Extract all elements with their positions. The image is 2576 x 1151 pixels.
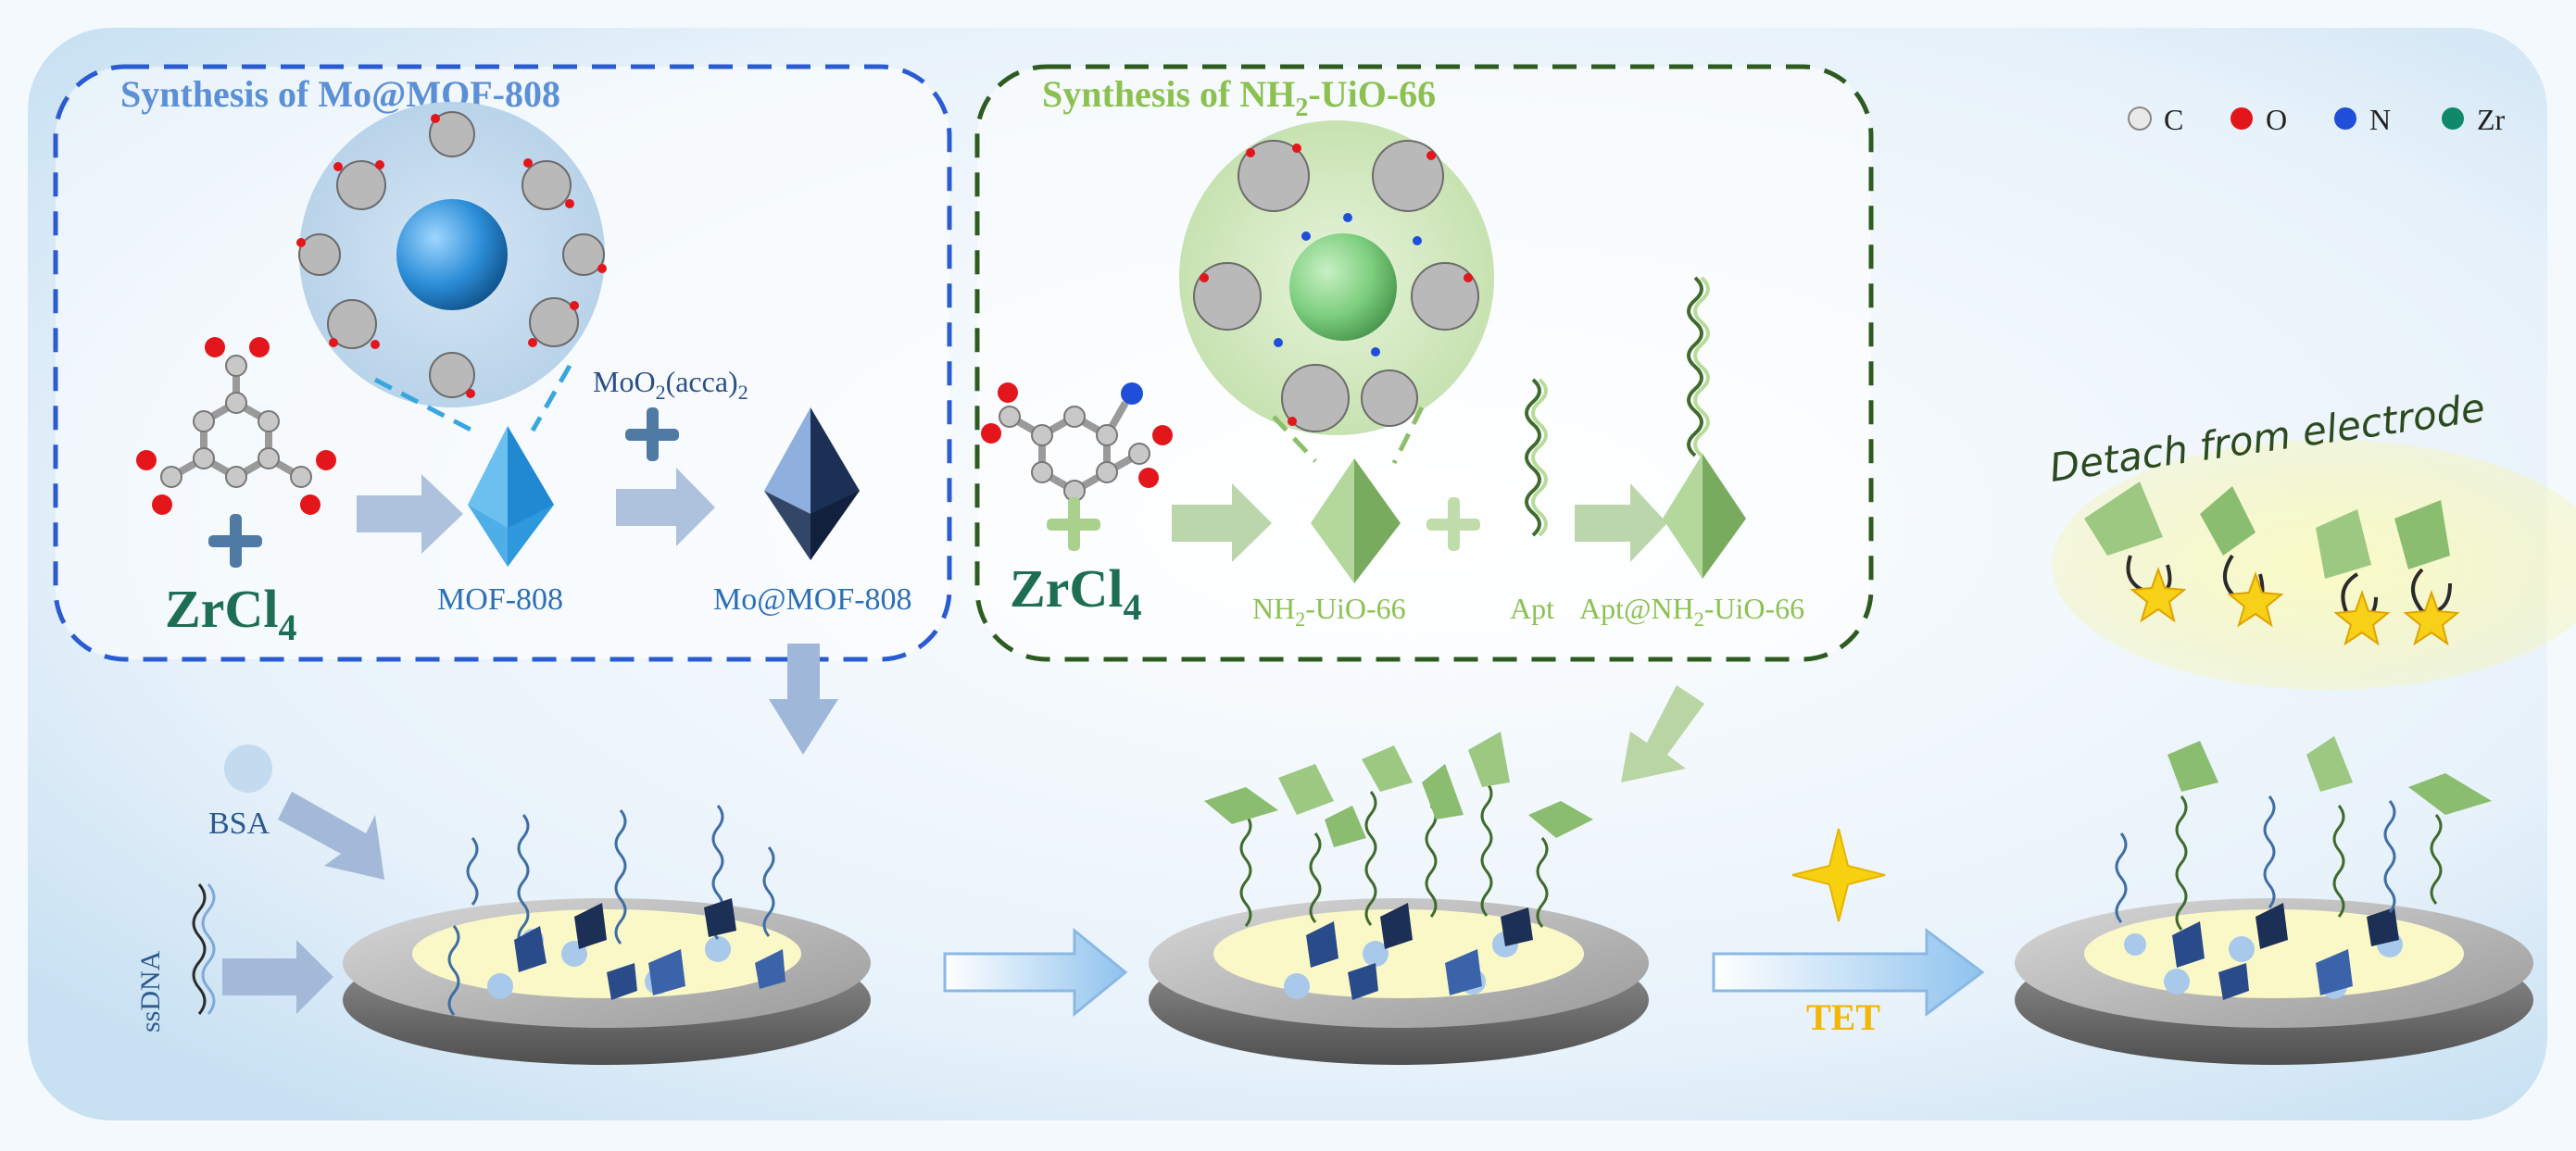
ssdna-label: ssDNA bbox=[135, 950, 166, 1032]
zrcl4-label: ZrCl4 bbox=[165, 579, 296, 648]
legend-carbon-dot bbox=[2129, 107, 2151, 130]
bsa-label: BSA bbox=[208, 807, 270, 841]
tet-label: TET bbox=[1806, 996, 1880, 1038]
electrode-surface bbox=[412, 909, 801, 998]
nh2-uio66-label: NH2-UiO-66 bbox=[1252, 592, 1406, 631]
legend-oxygen-label: O bbox=[2266, 103, 2287, 136]
panel-uio66: Synthesis of NH2-UiO-66 bbox=[977, 67, 1871, 659]
zrcl4-label: ZrCl4 bbox=[1010, 558, 1141, 628]
legend-oxygen-dot bbox=[2230, 107, 2253, 130]
mof808-label: MOF-808 bbox=[437, 582, 563, 617]
moo2-acca2-label: MoO2(acca)2 bbox=[593, 365, 748, 404]
legend-nitrogen-dot bbox=[2334, 107, 2356, 130]
bsa-sphere bbox=[224, 744, 272, 793]
uio66-pore-sphere bbox=[1289, 233, 1397, 341]
legend-carbon-label: C bbox=[2164, 103, 2183, 136]
legend-zirconium-dot bbox=[2442, 107, 2464, 130]
legend-nitrogen-label: N bbox=[2369, 103, 2391, 136]
apt-label: Apt bbox=[1510, 592, 1554, 625]
legend-zirconium-label: Zr bbox=[2477, 103, 2506, 136]
mo-mof808-label: Mo@MOF-808 bbox=[713, 582, 912, 617]
apt-nh2-uio66-label: Apt@NH2-UiO-66 bbox=[1579, 592, 1804, 631]
panel-mof808: Synthesis of Mo@MOF-808 bbox=[56, 67, 949, 659]
mof808-pore-sphere bbox=[396, 199, 508, 310]
